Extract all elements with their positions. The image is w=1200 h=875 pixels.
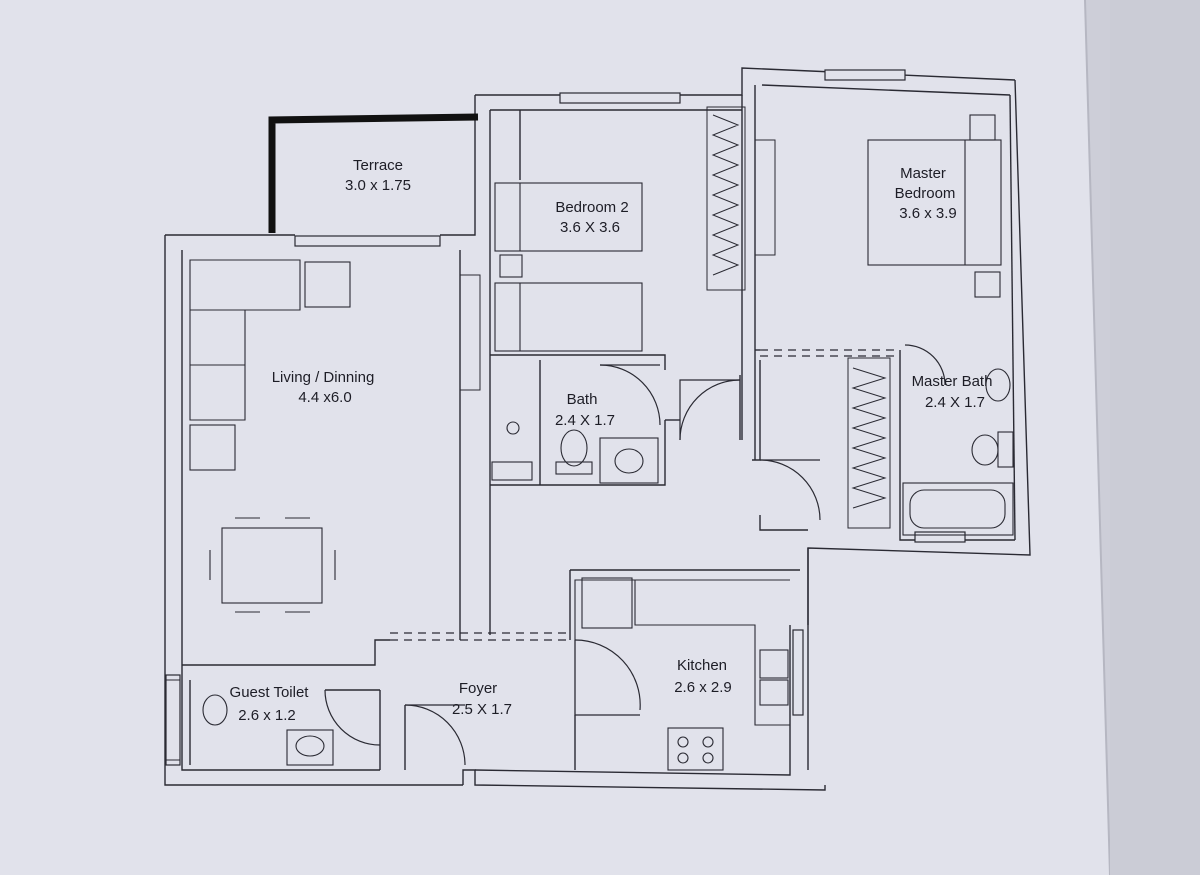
guest-toilet-name: Guest Toilet bbox=[230, 684, 310, 701]
paper-sheet bbox=[0, 0, 1110, 875]
walls bbox=[164, 67, 1031, 791]
master-bedroom-name-2: Bedroom bbox=[895, 185, 956, 202]
kitchen-name: Kitchen bbox=[677, 657, 727, 674]
terrace-wall bbox=[268, 113, 479, 233]
wardrobes bbox=[165, 106, 891, 761]
bedroom2-size: 3.6 X 3.6 bbox=[560, 219, 620, 236]
paper-edge bbox=[1084, 0, 1111, 875]
living-size: 4.4 x6.0 bbox=[298, 389, 351, 406]
master-bath-name: Master Bath bbox=[912, 373, 993, 390]
master-bedroom-size: 3.6 x 3.9 bbox=[899, 205, 957, 222]
bedroom2-name: Bedroom 2 bbox=[555, 199, 628, 216]
guest-toilet-size: 2.6 x 1.2 bbox=[238, 707, 296, 724]
windows bbox=[165, 69, 966, 766]
furniture bbox=[189, 114, 1014, 771]
kitchen-size: 2.6 x 2.9 bbox=[674, 679, 732, 696]
terrace-name: Terrace bbox=[353, 157, 403, 174]
foyer-size: 2.5 X 1.7 bbox=[452, 701, 512, 718]
living-name: Living / Dinning bbox=[272, 369, 375, 386]
terrace-size: 3.0 x 1.75 bbox=[345, 177, 411, 194]
bath-size: 2.4 X 1.7 bbox=[555, 412, 615, 429]
master-bedroom-name-1: Master bbox=[900, 165, 946, 182]
openings bbox=[390, 349, 900, 641]
master-bath-size: 2.4 X 1.7 bbox=[925, 394, 985, 411]
bath-name: Bath bbox=[567, 391, 598, 408]
page-shadow bbox=[1110, 0, 1200, 875]
foyer-name: Foyer bbox=[459, 680, 497, 697]
